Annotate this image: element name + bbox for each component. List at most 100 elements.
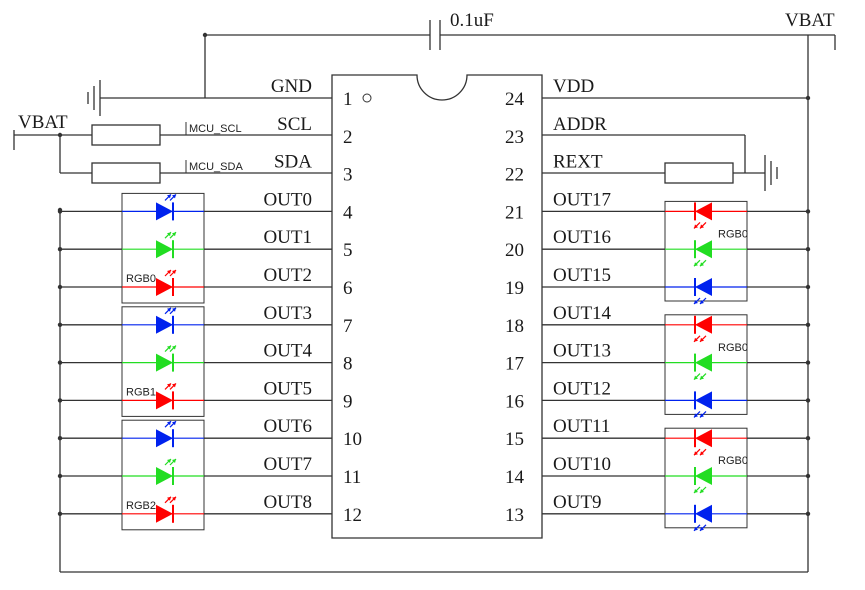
pin-name-left: SCL [277,114,312,135]
pin-name-left: OUT3 [263,303,312,324]
left-rgb-group: RGB1 [57,306,332,417]
left-rgb-group: RGB0 [57,192,332,304]
pin-name-left: GND [271,76,312,97]
pin-name-left: OUT6 [263,416,312,437]
rext-resistor [664,162,734,184]
pin-name-right: OUT16 [553,227,611,248]
pin-number-right: 21 [505,202,524,223]
led-icon [156,278,173,296]
mcu-scl-label: MCU_SCL [189,123,242,135]
led-icon [156,504,173,523]
rgb-group-label: RGB0 [718,342,748,354]
pin-name-right: OUT13 [553,341,611,362]
led-icon [695,240,712,259]
led-icon [156,467,173,485]
rgb-group-label: RGB2 [126,500,156,512]
pin-number-left: 10 [343,429,362,450]
junction-dot [57,207,63,213]
pin-name-right: VDD [553,76,594,97]
pin-name-left: OUT2 [263,265,312,286]
pin-name-left: OUT8 [263,492,312,513]
pin-number-right: 16 [505,391,524,412]
pin-number-left: 4 [343,202,353,223]
pin-name-left: OUT4 [263,341,312,362]
junction-dot [202,32,208,38]
led-icon [156,315,173,334]
pin-name-right: ADDR [553,114,607,135]
pin-number-left: 1 [343,89,353,110]
pin-name-right: OUT12 [553,378,611,399]
capacitor-label: 0.1uF [450,10,494,31]
pin-name-left: OUT0 [263,189,312,210]
pin-number-right: 19 [505,278,524,299]
pin-number-right: 22 [505,165,524,186]
i2c-pullups: MCU_SCL MCU_SDA VBAT [13,112,332,184]
led-icon [695,467,712,485]
led-icon [695,391,712,410]
led-icon [695,504,712,523]
pin-number-right: 13 [505,505,524,526]
led-icon [695,429,712,448]
pin-name-right: OUT11 [553,416,610,437]
junction-dot [57,132,63,138]
pin-number-right: 17 [505,354,524,375]
scl-pullup-resistor [91,124,161,146]
pin-name-right: OUT14 [553,303,612,324]
led-icon [695,315,712,334]
pin-number-right: 23 [505,127,524,148]
led-icon [156,429,173,448]
pin-name-right: OUT10 [553,454,611,475]
top-rail: 0.1uF VBAT [59,10,836,573]
pin-number-left: 3 [343,165,353,186]
pin-name-left: OUT5 [263,378,312,399]
pin-number-left: 2 [343,127,353,148]
junction-dot [805,95,811,101]
pin-name-right: OUT15 [553,265,611,286]
pin-name-left: OUT1 [263,227,312,248]
led-icon [695,278,712,296]
right-rgb-group: RGB0 [542,200,811,305]
led-icon [156,202,173,221]
pin-number-left: 8 [343,354,353,375]
led-icon [156,353,173,372]
pin-number-left: 9 [343,391,353,412]
right-rgb-group: RGB0 [542,314,811,418]
vbat-left-label: VBAT [18,112,68,133]
rgb-group-label: RGB0 [718,228,748,240]
led-icon [695,202,712,221]
pin-name-right: OUT9 [553,492,602,513]
pin-number-right: 24 [505,89,525,110]
pin-number-right: 18 [505,316,524,337]
led-icon [156,391,173,410]
pin-name-left: OUT7 [263,454,312,475]
mcu-sda-label: MCU_SDA [189,161,243,173]
rgb-group-label: RGB1 [126,386,156,398]
pin-name-left: SDA [274,152,312,173]
gnd-symbol [87,80,332,116]
led-icon [695,353,712,372]
right-power-pins [542,97,808,191]
pin-number-left: 7 [343,316,353,337]
pin-number-left: 12 [343,505,362,526]
ic-pins: GND1SCL2SDA3OUT04OUT15OUT26OUT37OUT48OUT… [263,76,611,526]
left-rgb-group: RGB2 [57,419,332,531]
pin-number-left: 6 [343,278,353,299]
right-rgb-group: RGB0 [542,427,811,532]
sda-pullup-resistor [91,162,161,184]
pin-number-left: 5 [343,240,353,261]
pin-name-right: OUT17 [553,189,611,210]
ic-package [331,74,543,539]
pin-name-right: REXT [553,152,603,173]
vbat-top-label: VBAT [785,10,835,31]
rgb-group-label: RGB0 [126,273,156,285]
pin-number-right: 14 [505,467,525,488]
pin-number-right: 20 [505,240,524,261]
pin-number-left: 11 [343,467,361,488]
pin-number-right: 15 [505,429,524,450]
rgb-group-label: RGB0 [718,455,748,467]
led-icon [156,240,173,259]
pin1-marker [362,93,372,103]
